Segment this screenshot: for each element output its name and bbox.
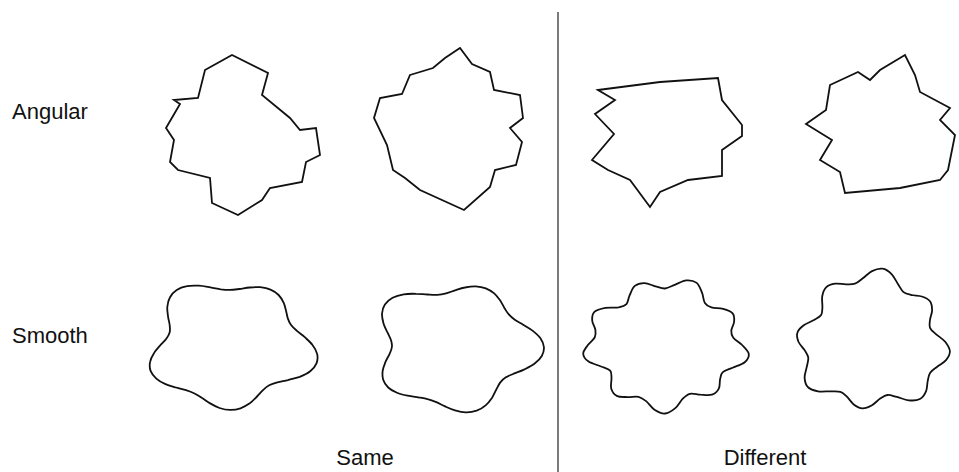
smooth-shape — [583, 280, 749, 413]
angular-shape — [166, 55, 320, 215]
angular-shape — [806, 55, 955, 193]
angular-shape — [374, 48, 523, 210]
row-label: Angular — [12, 100, 88, 124]
divider-line — [557, 12, 558, 472]
smooth-shape — [382, 286, 544, 412]
column-label: Same — [336, 446, 393, 470]
angular-shape — [592, 78, 742, 207]
column-label: Different — [724, 446, 807, 470]
smooth-shape — [150, 286, 318, 410]
smooth-shape — [797, 269, 950, 409]
row-label: Smooth — [12, 324, 88, 348]
